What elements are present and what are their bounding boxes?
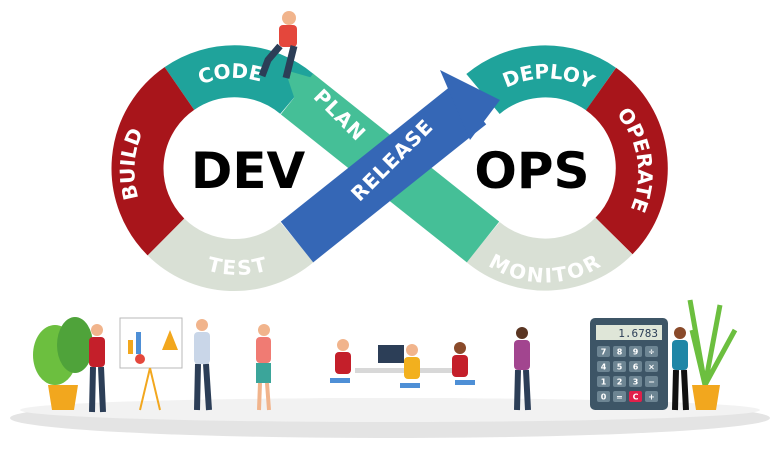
calculator-key [645,376,658,387]
calculator-key [613,391,626,402]
operate-segment [585,67,668,255]
calculator-key-label: 4 [601,363,607,372]
presenter-with-chart-board [89,317,183,413]
calculator-key [597,361,610,372]
release-arrowhead [440,70,500,140]
plan-arrowhead [285,70,320,115]
calculator-key-label: 9 [633,348,639,357]
calculator-key-label: 3 [633,378,639,387]
calculator-key-label: 1 [601,378,607,387]
calculator-key-label: 5 [617,363,623,372]
test-segment [147,217,314,291]
calculator-key [629,361,642,372]
ops-title: OPS [474,142,589,200]
calculator-key-label: − [648,378,655,387]
calculator-key [629,376,642,387]
calculator-key [645,361,658,372]
potted-plant-left [33,317,93,410]
team-at-desk [330,339,475,388]
calculator-key-label: 6 [633,363,639,372]
calculator-key [597,376,610,387]
calculator-key-label: 2 [617,378,623,387]
calculator-key [597,346,610,357]
calculator-key-label: 7 [601,348,607,357]
deploy-segment [466,45,616,115]
calculator-key [597,391,610,402]
calculator-key-label: ÷ [648,348,655,357]
calculator-key-label: 8 [617,348,623,357]
code-segment [164,45,314,115]
calculator-display: 1.6783 [618,327,658,340]
release-band [280,83,487,263]
calculator-key [613,376,626,387]
ops-center [475,98,615,238]
calculator-key-label: 0 [601,393,607,402]
person-with-phone [256,324,271,411]
person-at-calculator [672,327,689,411]
calculator: 1.6783 7 8 9 ÷ 4 5 6 × 1 2 3− 0 = C + [590,318,668,410]
calculator-key-label: C [633,393,639,402]
calculator-key [645,391,658,402]
person-standing-2 [194,319,212,411]
person-sitting-on-loop [258,11,298,79]
calculator-key-label: × [648,363,655,372]
build-segment [111,67,195,256]
calculator-key [645,346,658,357]
dev-title: DEV [191,142,306,200]
person-standing-4 [514,327,531,411]
calculator-key [629,391,642,402]
calculator-key-label: + [648,393,655,402]
calculator-key-label: = [616,393,623,402]
calculator-key [613,361,626,372]
calculator-key [613,346,626,357]
monitor-segment [466,217,633,291]
floor-top [20,398,760,422]
dev-center [165,98,305,238]
potted-plant-right [687,299,738,410]
calculator-key [629,346,642,357]
